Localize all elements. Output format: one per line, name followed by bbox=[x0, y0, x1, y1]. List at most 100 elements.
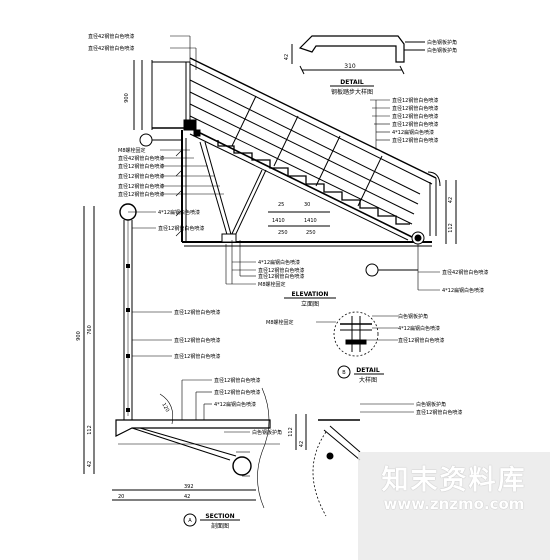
note-n16: 直径12钢管白色喷漆 bbox=[258, 273, 304, 280]
section-notes bbox=[128, 211, 250, 477]
stringer bbox=[189, 133, 409, 241]
bracket bbox=[193, 129, 201, 137]
note-n04: 直径12钢管白色喷漆 bbox=[392, 105, 438, 112]
tread-dim-tick bbox=[399, 65, 405, 75]
note-n20: 直径12钢管白色喷漆 bbox=[158, 225, 204, 232]
note-n01: 直径42钢管白色喷漆 bbox=[88, 33, 134, 40]
stair-steps bbox=[217, 140, 410, 225]
note-n29: 白色钢板护角 bbox=[427, 39, 457, 46]
handrail bbox=[189, 57, 437, 179]
detail-title-en: DETAIL bbox=[340, 79, 364, 86]
detail-title-no: B bbox=[342, 370, 346, 376]
detail-h-dim: 112 bbox=[288, 427, 294, 437]
section-height-dim: 900 bbox=[76, 331, 82, 341]
detail-slope bbox=[323, 429, 361, 461]
angle-arc bbox=[159, 393, 174, 425]
detail-mid-title-cn: 大样图 bbox=[359, 376, 377, 384]
el-dim-e: 250 bbox=[278, 230, 288, 236]
section-w2-dim: 392 bbox=[184, 484, 194, 490]
baluster bbox=[273, 115, 299, 167]
handrail bbox=[189, 63, 433, 185]
section-marker bbox=[139, 133, 153, 147]
brace bbox=[199, 141, 229, 239]
brace bbox=[204, 141, 233, 239]
detail-title-marker bbox=[337, 365, 351, 379]
break-line bbox=[257, 387, 270, 509]
tread-profile bbox=[298, 35, 405, 63]
elevation-title-cn: 立面图 bbox=[301, 300, 319, 308]
bracket bbox=[183, 119, 197, 131]
rail-bar bbox=[189, 115, 413, 225]
note-n11: 直径12钢管白色喷漆 bbox=[118, 173, 164, 180]
rail-end-bolt bbox=[414, 234, 422, 242]
note-n03: 直径12钢管白色喷漆 bbox=[392, 97, 438, 104]
note-mid-bolt: M8螺栓固定 bbox=[266, 319, 294, 326]
tread-detail: 310 42 白色钢板护角 白色钢板护角 DETAIL 钢板踏步大样图 bbox=[284, 35, 457, 96]
note-n07: 4*12扁钢白色喷漆 bbox=[392, 129, 434, 136]
section-title-no: A bbox=[188, 518, 192, 524]
right-dim-a: 42 bbox=[448, 197, 454, 203]
note-n28: 白色钢板护角 bbox=[398, 313, 428, 320]
watermark-panel bbox=[358, 452, 550, 560]
note-n19: 4*12扁钢白色喷漆 bbox=[158, 209, 200, 216]
detail-nut bbox=[345, 339, 367, 345]
note-n09: 直径42钢管白色喷漆 bbox=[118, 155, 164, 162]
baluster bbox=[357, 155, 383, 207]
note-n06: 直径12钢管白色喷漆 bbox=[392, 121, 438, 128]
right-dim-b: 112 bbox=[448, 223, 454, 233]
rail-bar bbox=[189, 79, 421, 195]
note-n10: 直径12钢管白色喷漆 bbox=[118, 163, 164, 170]
note-lower-a: 白色钢板护角 bbox=[416, 401, 446, 408]
note-n24: 直径12钢管白色喷漆 bbox=[214, 377, 260, 384]
el-dim-f: 250 bbox=[306, 230, 316, 236]
note-n14: 4*12扁钢白色喷漆 bbox=[258, 259, 300, 266]
brace bbox=[229, 169, 263, 239]
detail-d-dim: 42 bbox=[299, 441, 305, 447]
detail-slope bbox=[329, 425, 361, 453]
elevation-notes bbox=[160, 35, 440, 291]
el-dim-b: 30 bbox=[304, 202, 310, 208]
rail-end-cap bbox=[427, 171, 441, 187]
el-dim-c: 1410 bbox=[272, 218, 285, 224]
detail-arc bbox=[312, 431, 327, 517]
detail-bolt-circle bbox=[326, 452, 334, 460]
note-n13: 直径12钢管白色喷漆 bbox=[118, 191, 164, 198]
note-n15: 直径12钢管白色喷漆 bbox=[258, 267, 304, 274]
note-n23: 直径12钢管白色喷漆 bbox=[174, 353, 220, 360]
section-slope bbox=[139, 427, 237, 457]
section-title-cn: 剖面图 bbox=[211, 522, 229, 530]
el-dim-a: 25 bbox=[278, 202, 284, 208]
section-w3-dim: 42 bbox=[184, 494, 190, 500]
base-plate bbox=[221, 233, 237, 243]
section-marker bbox=[365, 263, 379, 277]
note-n21: 直径12钢管白色喷漆 bbox=[174, 309, 220, 316]
tread-dim-tick bbox=[299, 65, 305, 75]
note-n05: 直径12钢管白色喷漆 bbox=[392, 113, 438, 120]
note-n22: 直径12钢管白色喷漆 bbox=[174, 337, 220, 344]
note-n30: 白色钢板护角 bbox=[427, 47, 457, 54]
note-n31: M8螺栓固定 bbox=[258, 281, 286, 288]
section-b1-dim: 112 bbox=[87, 425, 93, 435]
section-mid-dim: 760 bbox=[87, 325, 93, 335]
baluster bbox=[315, 135, 341, 187]
note-n02: 直径42钢管白色喷漆 bbox=[88, 45, 134, 52]
detail-circle bbox=[333, 311, 379, 357]
section-title-marker bbox=[183, 513, 197, 527]
slope-dim: 120 bbox=[160, 402, 170, 413]
baluster bbox=[231, 95, 257, 147]
stringer-section bbox=[115, 419, 271, 437]
rail-bar bbox=[189, 91, 419, 205]
note-lower-b: 直径12钢管白色喷漆 bbox=[416, 409, 462, 416]
watermark-url: www.znzmo.com bbox=[383, 495, 525, 513]
tread-width-dim: 310 bbox=[344, 63, 356, 70]
section-title-en: SECTION bbox=[205, 513, 234, 520]
section-b2-dim: 42 bbox=[87, 461, 93, 467]
post-rail-dots bbox=[126, 264, 130, 412]
el-dim-d: 1410 bbox=[304, 218, 317, 224]
note-n18: 4*12扁钢白色喷漆 bbox=[442, 287, 484, 294]
elevation-title-en: ELEVATION bbox=[292, 291, 329, 298]
section-w1-dim: 20 bbox=[118, 494, 124, 500]
note-n32: 4*12扁钢白色喷漆 bbox=[214, 401, 256, 408]
wall-hatch bbox=[175, 149, 183, 237]
